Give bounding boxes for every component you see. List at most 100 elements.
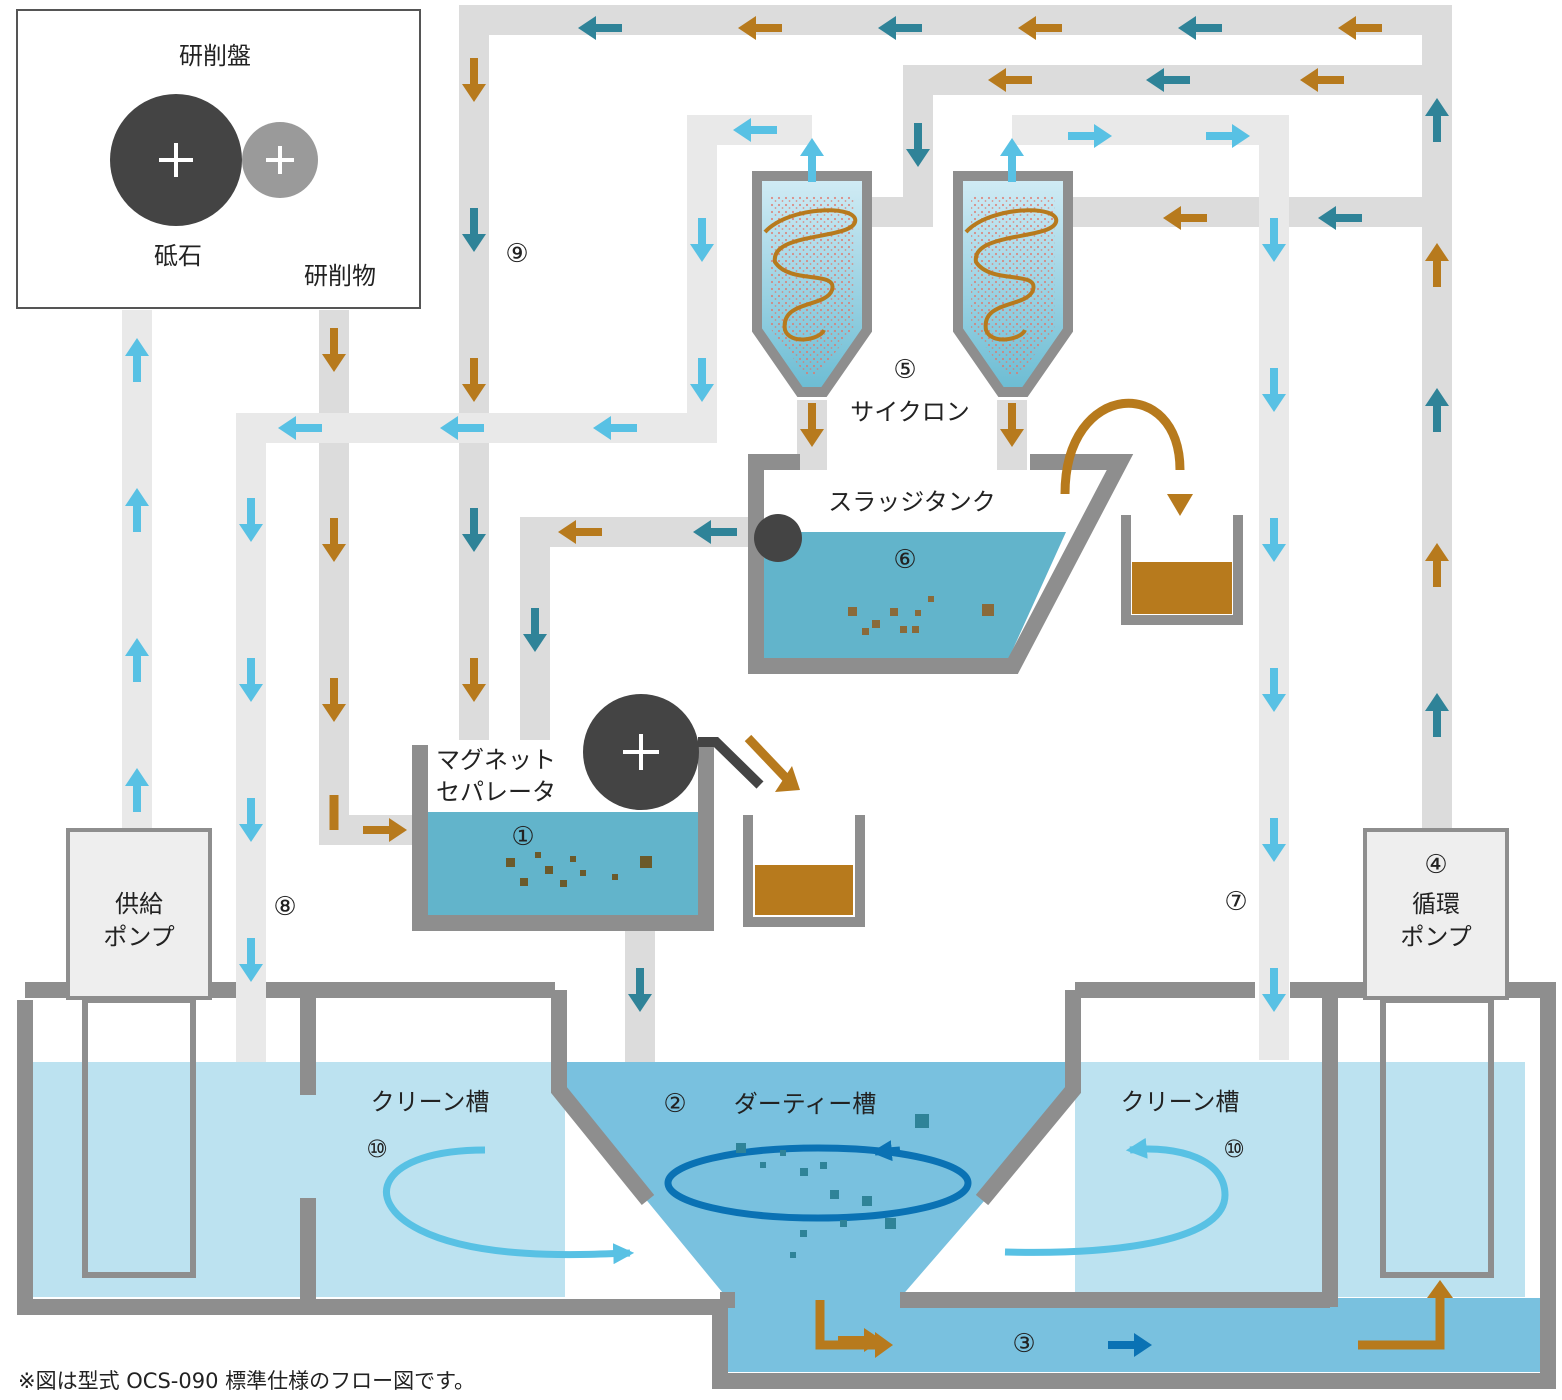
flow-arrow-icon (1318, 206, 1362, 230)
flow-arrow-icon (693, 520, 737, 544)
flow-arrow-icon (1262, 818, 1286, 862)
flow-arrow-icon (1425, 388, 1449, 432)
footnote: ※図は型式 OCS-090 標準仕様のフロー図です。 (18, 1369, 475, 1393)
sludge-bucket-right-fill (1132, 562, 1232, 614)
supply-pump: 供給 ポンプ (66, 828, 212, 1000)
circulation-pump-label-2: ポンプ (1400, 923, 1471, 951)
flow-arrow-icon (878, 16, 922, 40)
flow-arrow-icon (1300, 68, 1344, 92)
roller-axis-icon (266, 146, 294, 174)
flow-arrow-icon (800, 403, 824, 447)
flow-arrow-icon (1108, 1333, 1152, 1357)
scrape-discharge-head (775, 766, 800, 792)
separator-wall (412, 745, 714, 931)
swarf-label: 研削物 (304, 262, 376, 290)
supply-pump-label-2: ポンプ (103, 923, 174, 951)
flow-arrow-icon (988, 68, 1032, 92)
clean-tank-left-label: クリーン槽 (371, 1088, 490, 1116)
clean-left-swirl-arrow-icon (383, 1146, 635, 1265)
flow-arrow-icon (440, 416, 484, 440)
flow-arrow-icon (322, 518, 346, 562)
flow-arrow-icon (1163, 206, 1207, 230)
cyclone-right-dots (971, 195, 1055, 375)
clean-tank-right-water (1075, 1062, 1525, 1297)
dirty-swirl-ring (664, 1144, 972, 1222)
flow-arrow-icon (239, 498, 263, 542)
circulation-pump-label-1: 循環 (1412, 890, 1460, 918)
flow-arrow-icon (578, 16, 622, 40)
grindstone-axis-icon (159, 143, 193, 177)
sludge-tank-label: スラッジタンク (828, 488, 996, 516)
flow-arrow-icon (322, 678, 346, 722)
flow-arrow-icon (906, 123, 930, 167)
label-1-number: ① (511, 822, 534, 852)
grindstone-label: 砥石 (154, 242, 202, 270)
label-6-number: ⑥ (893, 545, 916, 575)
flow-arrow-icon (239, 798, 263, 842)
grinder: 研削盤 砥石 研削物 (16, 9, 421, 309)
flow-arrow-icon (1262, 968, 1286, 1012)
flow-arrow-icon (125, 488, 149, 532)
separator-label-2: セパレータ (436, 778, 556, 806)
pipe-sludge-return (520, 517, 760, 740)
sludge-bucket-right (1121, 515, 1243, 625)
flow-arrow-icon (690, 218, 714, 262)
flow-arrow-icon (628, 968, 652, 1012)
sludge-bucket-left-fill (755, 865, 853, 915)
separator-particles (506, 852, 652, 887)
sludge-discharge-arrow (1060, 398, 1185, 495)
cyclone-right (953, 171, 1073, 397)
flow-arrow-icon (1178, 16, 1222, 40)
flow-arrow-icon (1206, 124, 1250, 148)
sludge-bucket-left-wall (743, 815, 865, 927)
dirty-tank-label: ダーティー槽 (734, 1090, 877, 1118)
circulation-pump: ④ 循環 ポンプ (1363, 828, 1509, 1000)
flow-elbow-head-icon (1427, 1280, 1453, 1298)
label-10-right-number: ⑩ (1223, 1135, 1245, 1163)
flow-arrow-icon (278, 416, 322, 440)
cyclone-left-dots (770, 195, 854, 375)
flow-elbow-icon (1358, 1295, 1445, 1350)
dirty-tank-left-wall (551, 990, 655, 1206)
flow-arrow-icon (363, 818, 407, 842)
coolant-tank (17, 982, 1556, 1389)
flow-arrow-icon (738, 16, 782, 40)
flow-arrow-icon (800, 138, 824, 182)
sludge-tank-liquid (764, 532, 1066, 660)
flow-arrow-icon (125, 338, 149, 382)
cyclone-right-spiral-icon (964, 208, 1059, 342)
flow-arrow-icon (462, 208, 486, 252)
magnet-drum-axis-icon (623, 734, 659, 770)
label-7-number: ⑦ (1224, 887, 1247, 917)
flow-arrow-icon (462, 58, 486, 102)
flow-elbow-head-icon (875, 1332, 893, 1358)
cyclone-label: サイクロン (850, 398, 970, 426)
supply-pump-label-1: 供給 (115, 890, 163, 918)
dirty-swirl-arrow-icon (870, 1140, 901, 1162)
flow-arrow-icon (1146, 68, 1190, 92)
flow-arrow-icon (239, 938, 263, 982)
label-2-number: ② (663, 1089, 686, 1119)
flow-elbow-icon (815, 1300, 875, 1350)
scraper-blade (698, 737, 764, 789)
dirty-particles (736, 1114, 929, 1258)
label-10-left-number: ⑩ (366, 1135, 388, 1163)
flow-arrow-icon (462, 508, 486, 552)
separator-label-1: マグネット (436, 746, 556, 774)
sludge-tank: スラッジタンク ⑥ (748, 398, 1193, 674)
flow-arrow-icon (239, 658, 263, 702)
flow-arrow-icon (462, 658, 486, 702)
scrape-discharge-arrow-icon (744, 734, 790, 782)
flow-arrows (125, 16, 1453, 1358)
dirty-tank-water (555, 1062, 1540, 1372)
flow-arrow-icon (1262, 218, 1286, 262)
label-3-number: ③ (1012, 1329, 1035, 1359)
flow-arrow-icon (1425, 98, 1449, 142)
sludge-bucket-left (743, 815, 865, 927)
sludge-tank-wall (748, 454, 1134, 674)
circulation-pump-box (1363, 828, 1509, 1000)
flow-arrow-icon (733, 118, 777, 142)
flow-arrow-icon (1262, 668, 1286, 712)
flow-arrow-icon (1425, 543, 1449, 587)
